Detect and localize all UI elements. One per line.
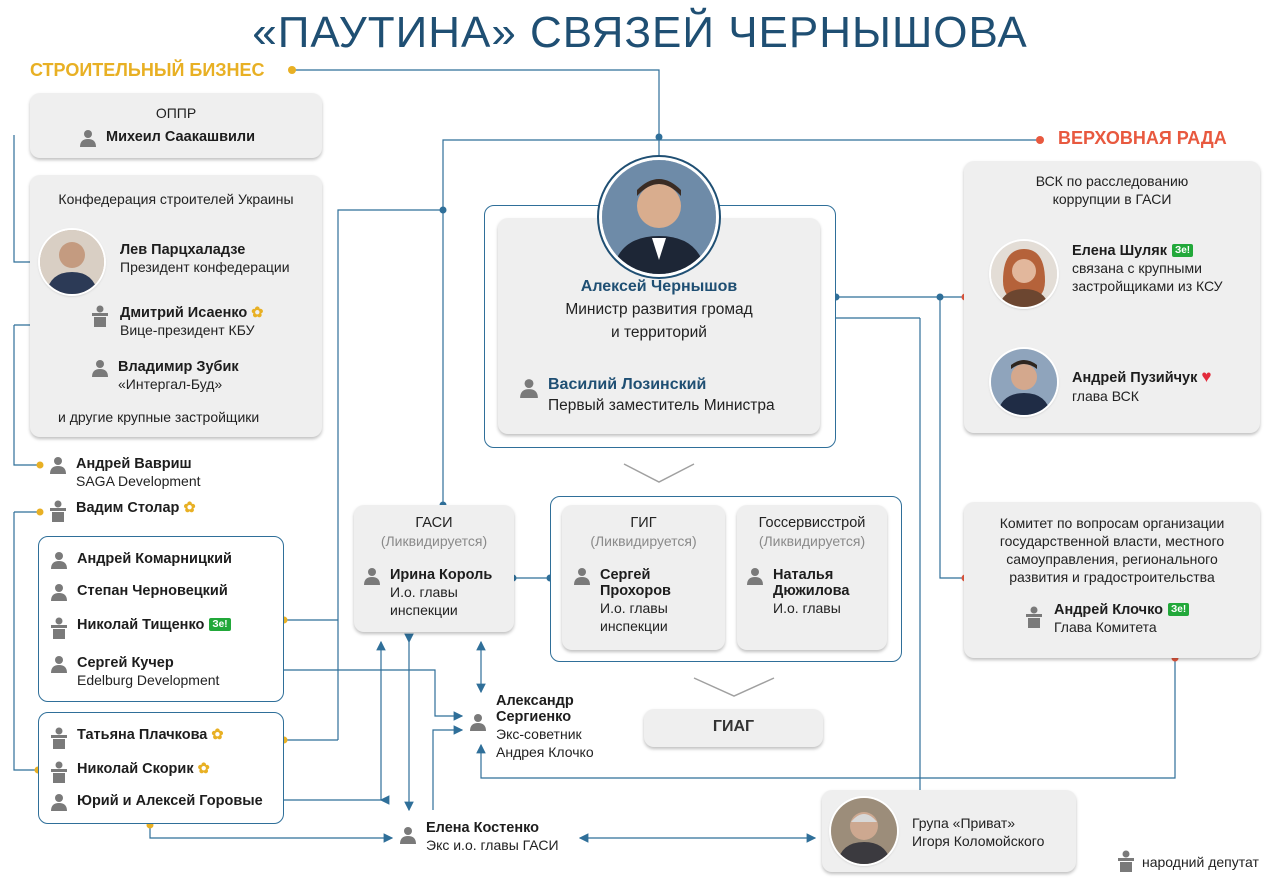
committee-title-4: развития и градостроительства — [1009, 569, 1215, 585]
person-korol: Ирина Король И.о. главы инспекции — [364, 567, 492, 619]
deputy-icon — [51, 617, 67, 639]
group1-p2: Степан Черновецкий — [77, 583, 228, 599]
group1-p1: Андрей Комарницкий — [77, 551, 232, 567]
ze-badge: Зе! — [1171, 244, 1194, 257]
privat-line1: Група «Приват» — [912, 815, 1016, 831]
vsk-p1-name: Елена Шуляк — [1072, 243, 1167, 259]
vsk-title-2: коррупции в ГАСИ — [1052, 191, 1172, 207]
deputy-icon — [92, 305, 108, 327]
ksu-box: Конфедерация строителей Украины Лев Парц… — [30, 175, 322, 437]
ze-badge: Зе! — [209, 618, 231, 631]
privat-line2: Игоря Коломойского — [912, 833, 1045, 849]
ksu-p1-name: Лев Парцхаладзе — [120, 242, 246, 258]
gasi-status: (Ликвидируется) — [380, 533, 488, 549]
giag-box: ГИАГ — [644, 709, 823, 747]
sunflower-icon: ✿ — [197, 761, 210, 777]
ministry-box: Алексей Чернышов Министр развития громад… — [498, 218, 820, 434]
person-isaenko: Дмитрий Исаенко ✿ Вице-президент КБУ — [90, 305, 263, 339]
person-prokhorov: Сергей Прохоров И.о. главы инспекции — [574, 567, 671, 635]
deputy-minister-name: Василий Лозинский — [548, 376, 707, 393]
committee-title-1: Комитет по вопросам организации — [999, 515, 1225, 531]
photo-avatar — [991, 241, 1057, 307]
ze-badge: Зе! — [1168, 603, 1190, 616]
page-title: «ПАУТИНА» СВЯЗЕЙ ЧЕРНЫШОВА — [252, 8, 1028, 57]
person-vavrysh: Андрей Вавриш SAGA Development — [50, 456, 201, 490]
committee-box: Комитет по вопросам организации государс… — [964, 502, 1260, 658]
gig-box: ГИГ (Ликвидируется) Сергей Прохоров И.о.… — [562, 505, 725, 650]
sunflower-icon: ✿ — [211, 727, 224, 743]
oppr-title: ОППР — [155, 105, 197, 121]
group1-p4-name: Сергей Кучер — [77, 655, 174, 671]
ksu-title: Конфедерация строителей Украины — [58, 191, 294, 207]
gig-title: ГИГ — [630, 515, 657, 531]
person-icon — [520, 379, 538, 398]
person-icon — [400, 827, 416, 844]
sunflower-icon: ✿ — [251, 305, 264, 321]
person-icon — [51, 656, 67, 673]
developers-group-1: Андрей Комарницкий Степан Черновецкий Ни… — [38, 536, 284, 702]
oppr-box: ОППР Михеил Саакашвили — [30, 93, 322, 158]
gasi-title: ГАСИ — [415, 515, 453, 531]
group1-p3: Николай Тищенко — [77, 617, 205, 633]
gig-status: (Ликвидируется) — [590, 533, 697, 549]
person-icon — [574, 568, 590, 585]
deputy-icon — [1026, 606, 1042, 628]
photo-avatar — [40, 230, 104, 294]
person-kostenko: Елена Костенко Экс и.о. главы ГАСИ — [400, 820, 559, 854]
deputy-icon — [50, 500, 66, 522]
photo-avatar — [991, 349, 1057, 415]
vsk-box: ВСК по расследованию коррупции в ГАСИ Ел… — [964, 161, 1260, 433]
photo-avatar — [602, 160, 716, 274]
deputy-icon — [51, 761, 67, 783]
gosserv-title: Госсервисстрой — [758, 515, 866, 531]
person-icon — [80, 130, 96, 147]
vsk-p2-name: Андрей Пузийчук — [1072, 370, 1198, 386]
person-saakashvili: Михеил Саакашвили — [80, 129, 255, 147]
group2-p3: Юрий и Алексей Горовые — [77, 793, 263, 809]
legend: народний депутат — [1116, 850, 1259, 872]
photo-avatar — [831, 798, 897, 864]
heart-icon: ♥ — [1201, 367, 1212, 386]
group1-p4-role: Edelburg Development — [77, 672, 220, 688]
gosserv-box: Госсервисстрой (Ликвидируется) Наталья Д… — [737, 505, 887, 650]
person-icon — [51, 584, 67, 601]
committee-title-2: государственной власти, местного — [999, 533, 1225, 549]
section-rada: ВЕРХОВНАЯ РАДА — [1058, 128, 1227, 148]
deputy-minister-role: Первый заместитель Министра — [548, 397, 775, 414]
committee-title-3: самоуправления, регионального — [1006, 551, 1218, 567]
section-construction: СТРОИТЕЛЬНЫЙ БИЗНЕС — [30, 60, 265, 80]
person-icon — [92, 360, 108, 377]
person-icon — [470, 714, 486, 731]
ksu-footer: и другие крупные застройщики — [58, 409, 260, 425]
person-icon — [747, 568, 763, 585]
privat-box: Група «Приват» Игоря Коломойского — [822, 790, 1076, 872]
person-icon — [50, 457, 66, 474]
minister-name: Алексей Чернышов — [580, 278, 738, 295]
gosserv-status: (Ликвидируется) — [758, 533, 866, 549]
person-stolar: Вадим Столар ✿ — [48, 500, 196, 522]
group2-p1: Татьяна Плачкова — [77, 727, 208, 743]
person-icon — [51, 552, 67, 569]
deputy-icon — [1118, 850, 1134, 872]
person-lozinsky: Василий Лозинский Первый заместитель Мин… — [520, 376, 775, 418]
legend-label: народний депутат — [1142, 854, 1259, 870]
gasi-box: ГАСИ (Ликвидируется) Ирина Король И.о. г… — [354, 505, 514, 632]
ksu-p1-role: Президент конфедерации — [120, 259, 290, 275]
minister-role-1: Министр развития громад — [565, 301, 753, 318]
giag-title: ГИАГ — [712, 718, 755, 735]
minister-role-2: и территорий — [611, 324, 707, 341]
developers-group-2: Татьяна Плачкова ✿ Николай Скорик ✿ Юрий… — [38, 712, 284, 824]
group2-p2: Николай Скорик — [77, 761, 194, 777]
person-zubik: Владимир Зубик «Интергал-Буд» — [90, 359, 239, 393]
person-icon — [364, 568, 380, 585]
person-sergienko: Александр Сергиенко Экс-советник Андрея … — [470, 693, 594, 761]
vsk-title-1: ВСК по расследованию — [1035, 173, 1189, 189]
person-duzhilova: Наталья Дюжилова И.о. главы — [747, 567, 849, 617]
deputy-icon — [51, 727, 67, 749]
person-icon — [51, 794, 67, 811]
sunflower-icon: ✿ — [183, 500, 196, 516]
